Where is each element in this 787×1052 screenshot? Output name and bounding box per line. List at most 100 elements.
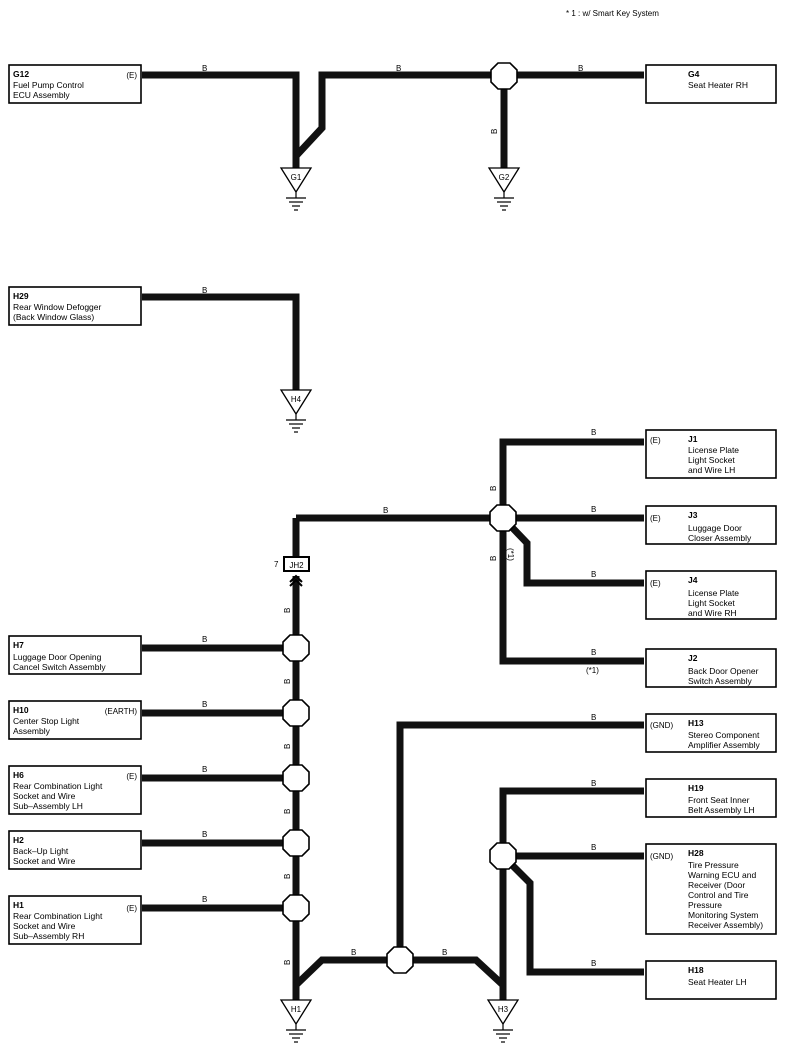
component-tag: (GND) [650,852,673,861]
component-desc: Closer Assembly [688,533,752,543]
splice-junction [489,842,517,870]
wire-label: B [202,700,207,709]
wire-label: B [489,486,498,491]
ground-label: G2 [499,173,510,182]
splice-junction [282,829,310,857]
component-desc: Center Stop Light [13,716,80,726]
component-desc: ECU Assembly [13,90,70,100]
component-h28: (GND) H28 Tire Pressure Warning ECU and … [645,843,777,935]
wire-label: B [591,843,596,852]
component-desc: Socket and Wire [13,856,76,866]
component-desc: Receiver (Door [688,880,745,890]
wire-label: B [202,286,207,295]
wire-label: B [202,895,207,904]
component-tag: (E) [650,579,661,588]
wire-label: B [489,556,498,561]
component-code: G12 [13,69,29,79]
wire-label: B [351,948,356,957]
component-desc: Assembly [13,726,51,736]
wire-label: B [283,874,292,879]
ground-label: H1 [291,1005,302,1014]
connector-pin: 7 [274,560,279,569]
component-h6: H6 (E) Rear Combination Light Socket and… [8,765,142,815]
component-desc: Front Seat Inner [688,795,750,805]
component-code: J3 [688,510,698,520]
component-code: G4 [688,69,700,79]
component-code: J1 [688,434,698,444]
ground-label: H3 [498,1005,509,1014]
component-code: H10 [13,705,29,715]
wire-label: B [591,570,596,579]
component-desc: Socket and Wire [13,791,76,801]
wire-label: B [591,428,596,437]
connector-label: JH2 [289,561,304,570]
component-desc: License Plate [688,445,739,455]
component-desc: Light Socket [688,598,735,608]
splice-junctions [282,62,518,974]
component-desc: Receiver Assembly) [688,920,763,930]
component-code: H7 [13,640,24,650]
wire-label: B [591,505,596,514]
wire-label: B [591,648,596,657]
option-note: (*1) [506,548,515,561]
component-code: H13 [688,718,704,728]
component-desc: Rear Combination Light [13,911,103,921]
component-g4: G4 Seat Heater RH [645,64,777,104]
component-h29: H29 Rear Window Defogger (Back Window Gl… [8,286,142,326]
component-desc: Luggage Door [688,523,742,533]
component-h18: H18 Seat Heater LH [645,960,777,1000]
component-code: H1 [13,900,24,910]
wire-label: B [591,779,596,788]
component-h1: H1 (E) Rear Combination Light Socket and… [8,895,142,945]
wire-labels: B B B B B B B B B B B B B B B B B B B B … [202,64,596,968]
component-tag: (E) [126,772,137,781]
component-tag: (E) [126,904,137,913]
smart-key-note: * 1 : w/ Smart Key System [566,9,659,18]
wire-label: B [202,635,207,644]
component-desc: Control and Tire [688,890,749,900]
splice-junction [386,946,414,974]
component-code: H18 [688,965,704,975]
component-h10: H10 (EARTH) Center Stop Light Assembly [8,700,142,740]
component-desc: Amplifier Assembly [688,740,761,750]
wire-label: B [283,679,292,684]
wire-label: B [283,809,292,814]
component-desc: Cancel Switch Assembly [13,662,106,672]
component-desc: Light Socket [688,455,735,465]
ground-h4: H4 [279,389,313,433]
component-tag: (E) [650,514,661,523]
wires [142,71,644,1000]
splice-junction [489,504,517,532]
option-note: (*1) [586,666,599,675]
component-tag: (E) [126,71,137,80]
component-desc: and Wire LH [688,465,735,475]
ground-g1: G1 [279,167,313,211]
component-desc: Seat Heater RH [688,80,748,90]
component-desc: Switch Assembly [688,676,753,686]
ground-h3: H3 [486,999,520,1043]
wire-label: B [383,506,388,515]
component-desc: Luggage Door Opening [13,652,102,662]
wire-label: B [283,608,292,613]
component-desc: Warning ECU and [688,870,756,880]
component-desc: Sub–Assembly LH [13,801,83,811]
component-h7: H7 Luggage Door Opening Cancel Switch As… [8,635,142,675]
wire-label: B [396,64,401,73]
component-desc: Sub–Assembly RH [13,931,84,941]
component-desc: and Wire RH [688,608,737,618]
component-desc: Seat Heater LH [688,977,747,987]
component-code: H2 [13,835,24,845]
component-desc: License Plate [688,588,739,598]
component-h13: (GND) H13 Stereo Component Amplifier Ass… [645,713,777,753]
component-desc: Fuel Pump Control [13,80,84,90]
wire-label: B [202,830,207,839]
ground-h1: H1 [279,999,313,1043]
component-desc: Rear Window Defogger [13,302,102,312]
component-desc: Back Door Opener [688,666,759,676]
splice-junction [282,764,310,792]
component-tag: (E) [650,436,661,445]
component-code: H19 [688,783,704,793]
component-desc: Belt Assembly LH [688,805,755,815]
component-desc: Stereo Component [688,730,760,740]
